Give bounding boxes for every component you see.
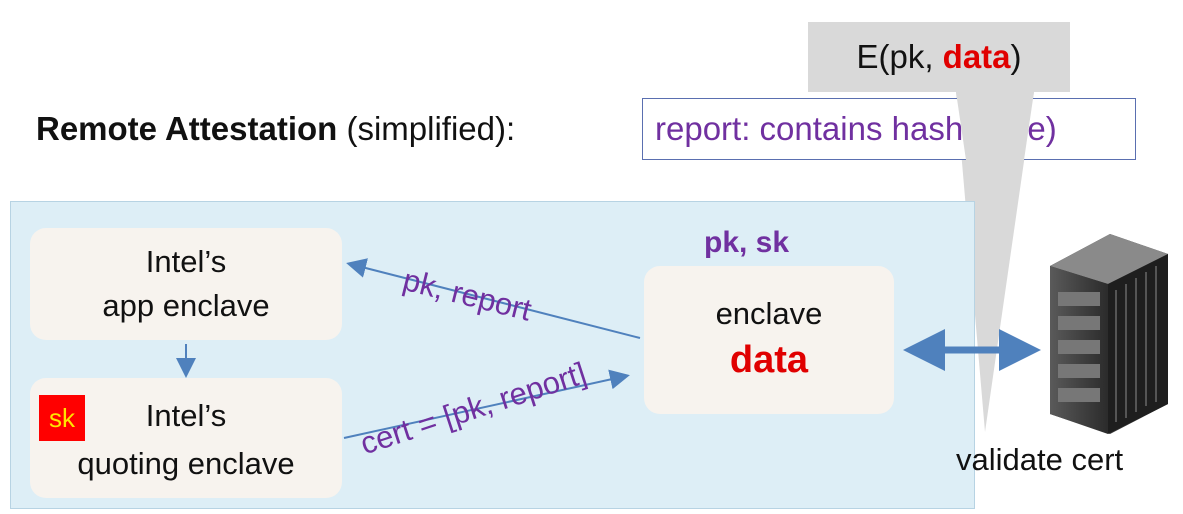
user-enclave-line1: enclave	[715, 296, 823, 331]
sk-badge: sk	[39, 395, 85, 441]
user-enclave-node: enclave data	[644, 266, 894, 414]
server-label: validate cert	[956, 442, 1124, 477]
callout-suffix: )	[1010, 38, 1022, 75]
quoting-enclave-line2: quoting enclave	[77, 446, 295, 481]
arrow-cert-to-enclave	[343, 369, 630, 439]
app-enclave-line1: Intel’s	[145, 244, 227, 279]
callout-prefix: E(pk,	[856, 38, 943, 75]
quoting-enclave-line1: Intel’s	[145, 398, 227, 433]
app-enclave-line2: app enclave	[102, 288, 270, 323]
app-enclave-node: Intel’s app enclave	[30, 228, 342, 340]
enclave-keys-label: pk, sk	[704, 226, 790, 259]
report-box: report: contains hash(code)	[642, 98, 1136, 160]
slide-title: Remote Attestation (simplified):	[36, 110, 515, 148]
encrypted-data-callout: E(pk, data)	[808, 22, 1070, 92]
server-icon	[1050, 234, 1168, 434]
title-rest: (simplified):	[337, 110, 516, 147]
user-enclave-data: data	[729, 339, 809, 381]
title-bold: Remote Attestation	[36, 110, 338, 147]
callout-data-word: data	[942, 38, 1011, 75]
arrow-to-app-enclave	[346, 258, 641, 339]
